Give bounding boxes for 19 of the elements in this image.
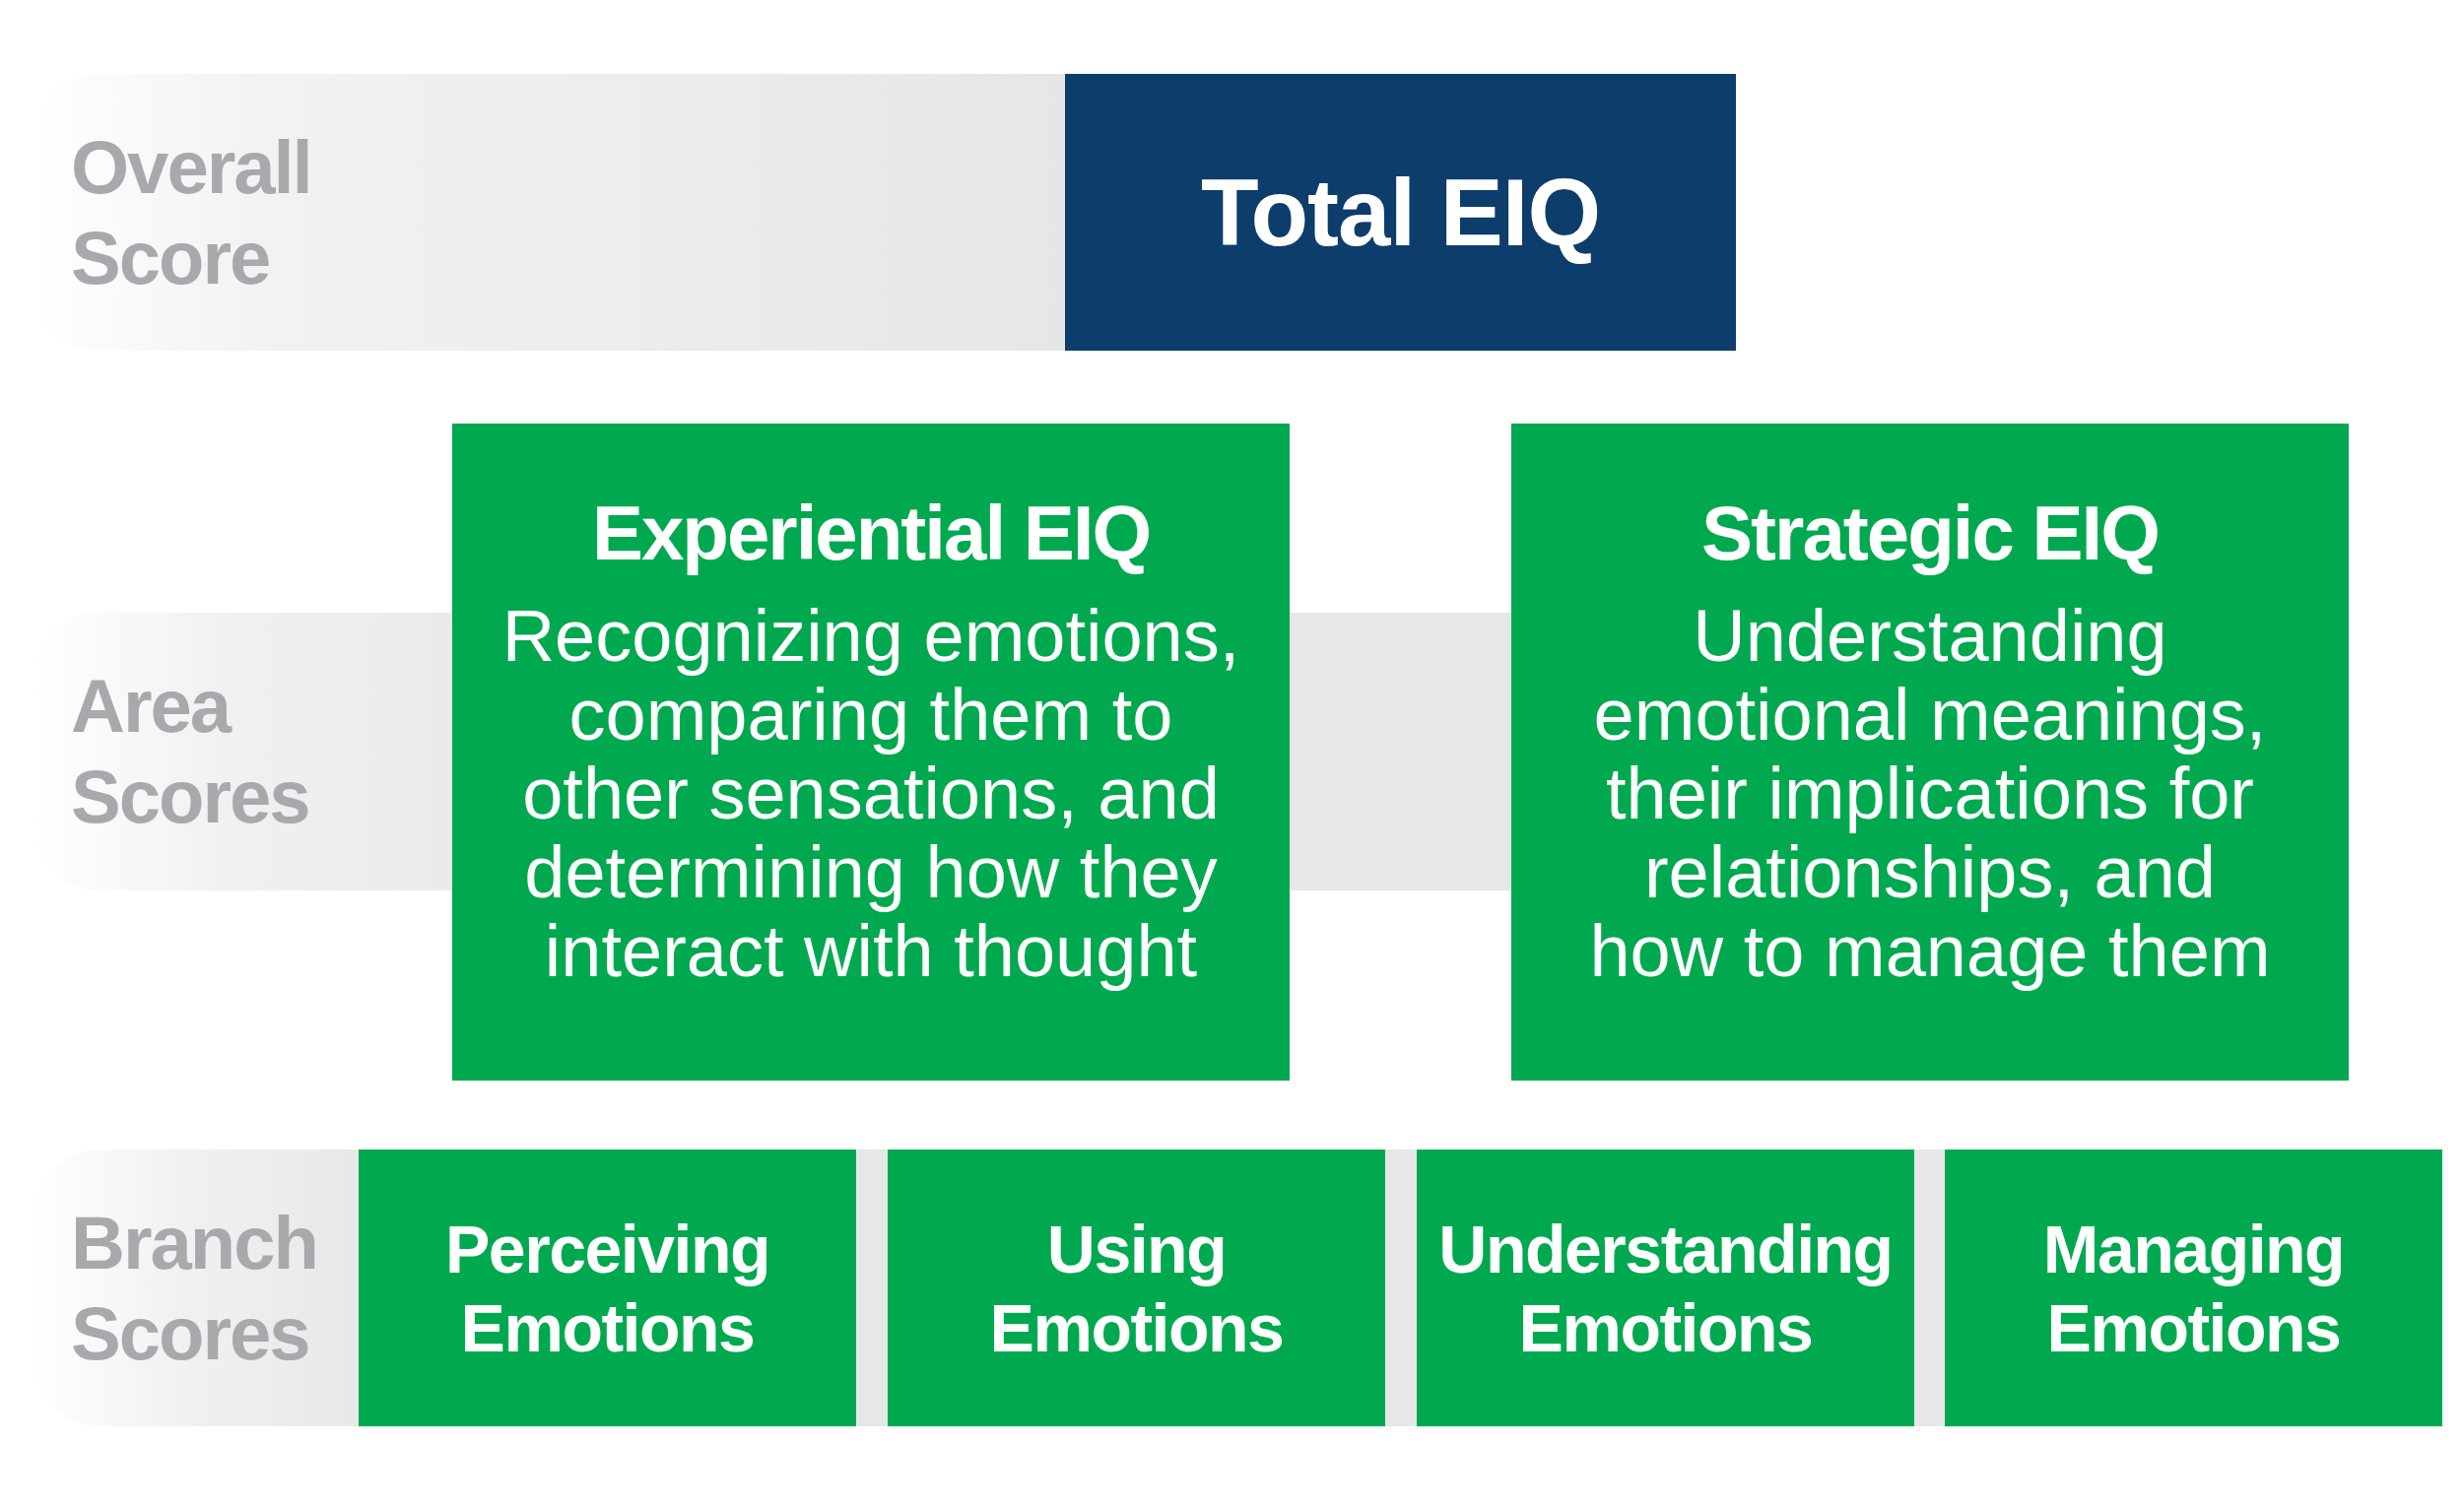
- box-title: Using Emotions: [988, 1210, 1285, 1367]
- score-box: [1065, 74, 1736, 351]
- box-title: Strategic EIQ: [1701, 489, 2159, 577]
- row-label: Overall Score: [71, 123, 312, 301]
- box-description: Recognizing emotions, comparing them to other sensations, and determining how they interact with thought: [500, 597, 1241, 991]
- box-title: Managing Emotions: [2041, 1210, 2346, 1367]
- box-title: Experiential EIQ: [591, 489, 1151, 577]
- score-box: [1417, 1150, 1914, 1426]
- score-box: [1511, 424, 2349, 1081]
- score-box: [452, 424, 1290, 1081]
- score-box: [359, 1150, 856, 1426]
- score-box: [1945, 1150, 2442, 1426]
- box-description: Understanding emotional meanings, their implications for relationships, and how to manage them: [1588, 597, 2272, 991]
- row-label: Branch Scores: [71, 1199, 318, 1377]
- box-title: Understanding Emotions: [1437, 1210, 1894, 1367]
- box-title: Total EIQ: [1200, 158, 1601, 267]
- score-box: [888, 1150, 1385, 1426]
- box-title: Perceiving Emotions: [444, 1210, 770, 1367]
- row-label: Area Scores: [71, 663, 310, 840]
